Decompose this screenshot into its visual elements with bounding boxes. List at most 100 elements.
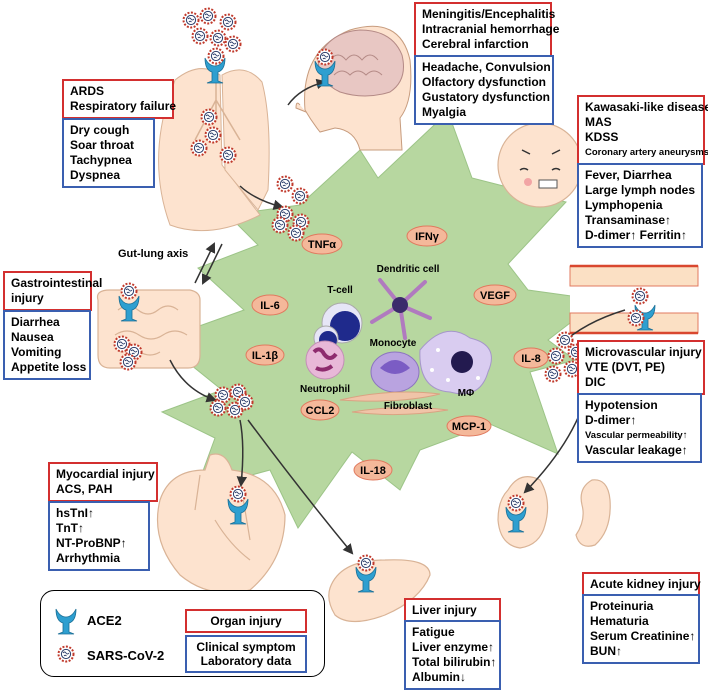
symptom-item: Gustatory dysfunction (422, 90, 551, 104)
injury-item: Gastrointestinal (11, 276, 103, 290)
gut-lung-axis-label: Gut-lung axis (118, 248, 188, 260)
cytokine-il18: IL-18 (353, 459, 393, 481)
child-organ-injury-box: Kawasaki-like disease MAS KDSS Coronary … (577, 95, 708, 165)
symptom-item: Large lymph nodes (585, 183, 696, 197)
symptom-item: Hypotension (585, 398, 658, 412)
lung-symptom-box: Dry cough Soar throat Tachypnea Dyspnea (62, 118, 155, 188)
symptom-item: Liver enzyme↑ (412, 640, 495, 654)
kidney-illustration (497, 476, 611, 549)
injury-item: Coronary artery aneurysms (585, 147, 708, 158)
symptom-item: Soar throat (70, 138, 135, 152)
symptom-item: Olfactory dysfunction (422, 75, 547, 89)
legend: ACE2 SARS-CoV-2 Organ injury Clinical sy… (40, 590, 325, 677)
fibroblast: Fibroblast (339, 391, 449, 416)
brain-organ-injury-box: Meningitis/Encephalitis Intracranial hem… (414, 2, 560, 57)
liver-symptom-box: Fatigue Liver enzyme↑ Total bilirubin↑ A… (404, 620, 501, 690)
injury-item: ACS, PAH (56, 482, 113, 496)
symptom-item: Albumin↓ (412, 670, 466, 684)
legend-virus-label: SARS-CoV-2 (87, 648, 165, 663)
cytokine-label: IL-18 (360, 465, 386, 477)
cytokine-ccl2: CCL2 (300, 399, 340, 421)
vascular-organ-injury-box: Microvascular injury VTE (DVT, PE) DIC (577, 340, 705, 395)
brain-symptom-box: Headache, Convulsion Olfactory dysfuncti… (414, 55, 554, 125)
symptom-item: Lymphopenia (585, 198, 663, 212)
symptom-item: Tachypnea (70, 153, 132, 167)
symptom-item: Proteinuria (590, 599, 654, 613)
ace2-icon (55, 608, 77, 635)
macrophage: MΦ (419, 330, 492, 399)
cytokine-il8: IL-8 (513, 347, 549, 369)
symptom-item: Arrhythmia (56, 551, 121, 565)
t-cell-label: T-cell (327, 285, 353, 296)
cytokine-label: IL-6 (260, 300, 280, 312)
symptom-item: Vascular leakage↑ (585, 443, 688, 457)
symptom-item: Serum Creatinine↑ (590, 629, 696, 643)
symptom-item: hsTnI↑ (56, 506, 94, 520)
symptom-item: Vascular permeability↑ (585, 430, 688, 441)
vascular-symptom-box: Hypotension D-dimer↑ Vascular permeabili… (577, 393, 702, 463)
symptom-item: Dry cough (70, 123, 130, 137)
symptom-item: Fever, Diarrhea (585, 168, 672, 182)
cytokine-mcp1: MCP-1 (446, 415, 492, 437)
cytokine-label: CCL2 (306, 405, 335, 417)
symptom-item: Nausea (11, 330, 54, 344)
cytokine-label: IL-1β (252, 350, 279, 362)
macrophage-label: MΦ (458, 388, 475, 399)
injury-item: DIC (585, 375, 606, 389)
head-brain-illustration (295, 25, 412, 151)
injury-item: VTE (DVT, PE) (585, 360, 666, 374)
cytokine-ifng: IFNγ (406, 225, 448, 247)
legend-organ-injury: Organ injury (185, 609, 307, 633)
heart-symptom-box: hsTnI↑ TnT↑ NT-ProBNP↑ Arrhythmia (48, 501, 150, 571)
neutrophil-label: Neutrophil (300, 384, 350, 395)
injury-item: injury (11, 291, 44, 305)
injury-item: Cerebral infarction (422, 37, 529, 51)
symptom-item: Appetite loss (11, 360, 87, 374)
symptom-item: Vomiting (11, 345, 62, 359)
cytokine-vegf: VEGF (473, 284, 517, 306)
injury-item: Meningitis/Encephalitis (422, 7, 556, 21)
injury-item: Acute kidney injury (590, 577, 701, 591)
injury-item: Intracranial hemorrhage (422, 22, 560, 36)
injury-item: MAS (585, 115, 612, 129)
symptom-item: BUN↑ (590, 644, 622, 658)
injury-item: Myocardial injury (56, 467, 155, 481)
lung-organ-injury-box: ARDS Respiratory failure (62, 79, 176, 119)
fibroblast-label: Fibroblast (384, 401, 433, 412)
injury-item: KDSS (585, 130, 619, 144)
symptom-item: Diarrhea (11, 315, 60, 329)
cytokine-label: IL-8 (521, 353, 541, 365)
cytokine-label: VEGF (480, 290, 510, 302)
cytokine-tnfa: TNFα (301, 233, 343, 255)
symptom-item: Total bilirubin↑ (412, 655, 497, 669)
symptom-item: Myalgia (422, 105, 467, 119)
legend-clinical-symptom: Clinical symptom Laboratory data (185, 635, 307, 673)
symptom-item: D-dimer↑ (585, 413, 637, 427)
child-symptom-box: Fever, Diarrhea Large lymph nodes Lympho… (577, 163, 703, 248)
cytokine-label: IFNγ (415, 231, 440, 243)
heart-organ-injury-box: Myocardial injury ACS, PAH (48, 462, 158, 502)
symptom-item: TnT↑ (56, 521, 84, 535)
cytokine-il6: IL-6 (251, 294, 289, 316)
child-face-illustration (497, 122, 583, 208)
legend-ace2-label: ACE2 (87, 613, 122, 628)
legend-lab-line: Laboratory data (200, 654, 292, 668)
symptom-item: Hematuria (590, 614, 649, 628)
symptom-item: Dyspnea (70, 168, 121, 182)
virus-icon (57, 645, 75, 663)
dendritic-cell-label: Dendritic cell (377, 264, 440, 275)
heart-illustration (157, 453, 286, 594)
kidney-symptom-box: Proteinuria Hematuria Serum Creatinine↑ … (582, 594, 700, 664)
neutrophil: Neutrophil (300, 340, 350, 395)
symptom-item: Fatigue (412, 625, 455, 639)
intestine-illustration (96, 289, 201, 369)
injury-item: Liver injury (412, 603, 477, 617)
injury-item: ARDS (70, 84, 105, 98)
symptom-item: Headache, Convulsion (422, 60, 551, 74)
gi-organ-injury-box: Gastrointestinal injury (3, 271, 103, 311)
monocyte-label: Monocyte (370, 338, 417, 349)
symptom-item: NT-ProBNP↑ (56, 536, 127, 550)
cytokine-label: TNFα (308, 239, 336, 251)
symptom-item: Transaminase↑ (585, 213, 672, 227)
